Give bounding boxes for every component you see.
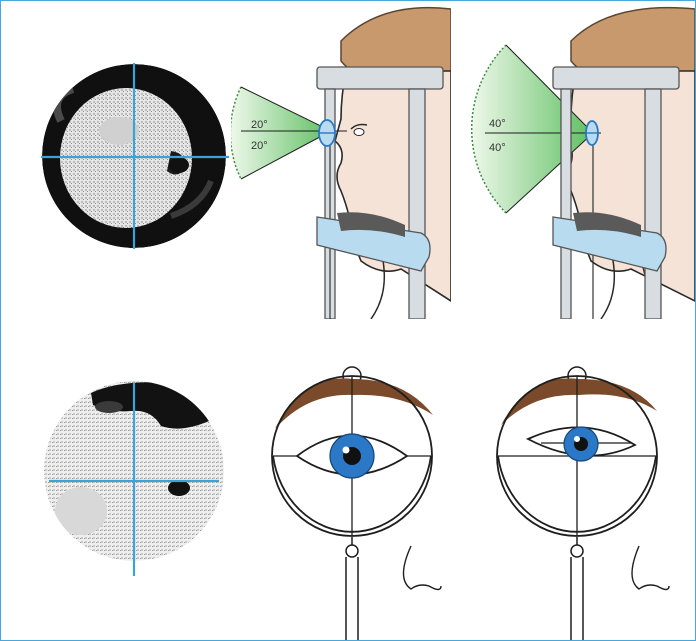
perimeter-40deg-illustration [472,8,695,319]
eye-centered-illustration [272,367,441,640]
angle-label-lower-wide: 40° [489,142,506,154]
angle-label-upper: 20° [251,119,268,131]
eye-offset-illustration [497,367,669,640]
angle-label-lower: 20° [251,140,268,152]
perimeter-20deg-illustration [230,8,451,319]
angle-label-upper-wide: 40° [489,118,506,130]
